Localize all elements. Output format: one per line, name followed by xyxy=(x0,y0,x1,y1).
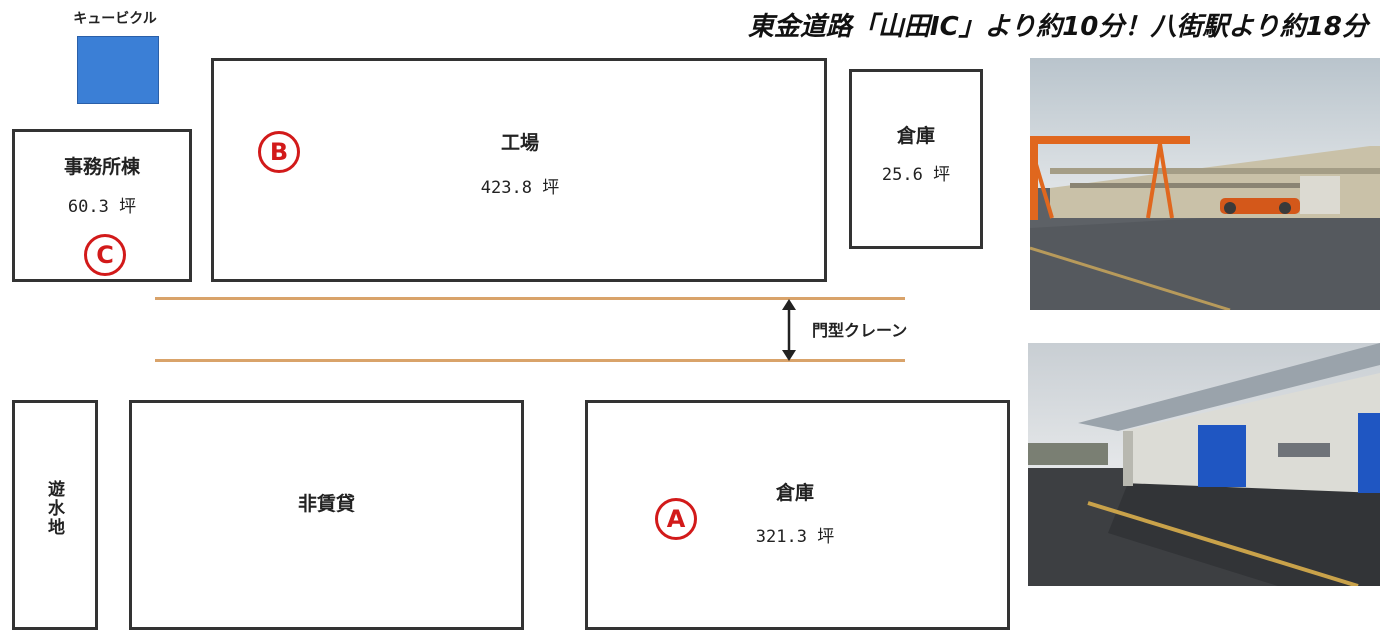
factory-name: 工場 xyxy=(500,132,539,154)
non-rental-area xyxy=(129,400,524,630)
crane-label: 門型クレーン xyxy=(812,321,908,340)
small-warehouse-name: 倉庫 xyxy=(896,125,935,147)
crane-rail-bottom xyxy=(155,359,905,362)
retention-pond-label: 遊水地 xyxy=(44,480,64,537)
small-warehouse-area: 25.6 坪 xyxy=(881,165,951,185)
warehouse-a-building xyxy=(585,400,1010,630)
warehouse-a-name: 倉庫 xyxy=(775,482,814,504)
cubicle-block xyxy=(77,36,159,104)
factory-building xyxy=(211,58,827,282)
non-rental-label: 非賃貸 xyxy=(297,493,355,515)
small-warehouse-building xyxy=(849,69,983,249)
factory-area: 423.8 坪 xyxy=(480,178,560,198)
crane-span-arrow xyxy=(782,299,796,361)
warehouse-a-marker: A xyxy=(655,498,697,540)
office-area: 60.3 坪 xyxy=(67,197,137,217)
factory-marker: B xyxy=(258,131,300,173)
office-marker: C xyxy=(84,234,126,276)
retention-pond xyxy=(12,400,98,630)
warehouse-loading-dock-photo xyxy=(1028,343,1380,586)
cubicle-label: キュービクル xyxy=(73,11,157,27)
access-headline: 東金道路「山田IC」より約10分！八街駅より約18分 xyxy=(747,12,1368,42)
gantry-crane-yard-photo xyxy=(1030,58,1380,310)
warehouse-a-area: 321.3 坪 xyxy=(755,527,835,547)
office-name: 事務所棟 xyxy=(63,156,140,178)
crane-rail-top xyxy=(155,297,905,300)
